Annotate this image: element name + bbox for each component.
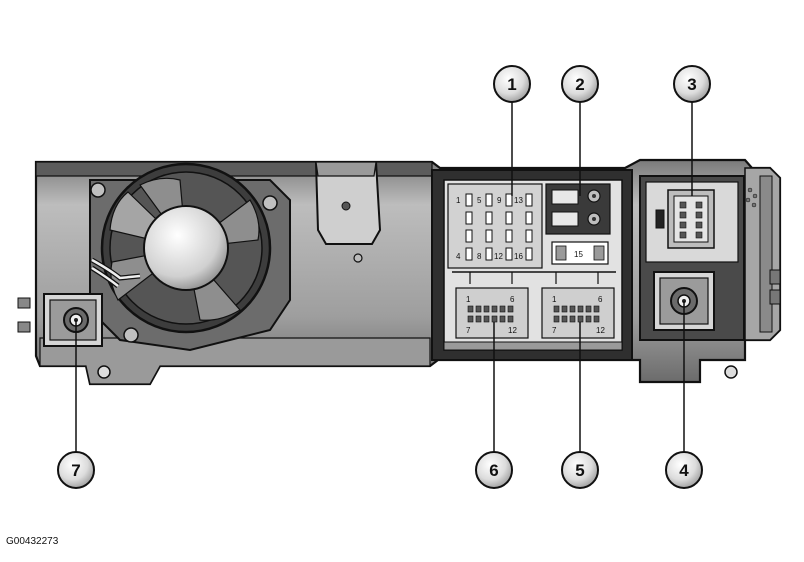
multipin-connector-right: 1 6 7 12 <box>541 287 615 339</box>
callout-2: 2 <box>561 65 599 103</box>
fuse-box: 1 5 9 13 4 8 12 16 <box>447 183 543 269</box>
multipin-connector-left: 1 6 7 12 <box>455 287 529 339</box>
right-connector-pin-1: 1 <box>552 295 557 304</box>
callout-4: 4 <box>665 451 703 489</box>
fuse-label-4: 4 <box>456 252 461 261</box>
right-connector-pin-7: 7 <box>552 326 557 335</box>
antenna-connector-left <box>43 293 103 347</box>
callout-7: 7 <box>57 451 95 489</box>
right-connector-pin-12: 12 <box>596 326 605 335</box>
callout-5-label: 5 <box>575 461 584 480</box>
fuse-label-8: 8 <box>477 252 482 261</box>
right-section <box>639 175 758 341</box>
fuse-label-16: 16 <box>514 252 523 261</box>
fuse-label-12: 12 <box>494 252 503 261</box>
callout-3: 3 <box>673 65 711 103</box>
callout-1: 1 <box>493 65 531 103</box>
cooling-fan <box>89 162 291 352</box>
callout-6-label: 6 <box>489 461 498 480</box>
callout-6: 6 <box>475 451 513 489</box>
left-connector-pin-1: 1 <box>466 295 471 304</box>
relay-block: 15 <box>545 183 611 265</box>
callout-7-label: 7 <box>71 461 80 480</box>
figure-reference-code: G00432273 <box>6 536 59 547</box>
fuse-label-1: 1 <box>456 196 461 205</box>
callout-3-label: 3 <box>687 75 696 94</box>
right-connector-pin-6: 6 <box>598 295 603 304</box>
callout-1-label: 1 <box>507 75 516 94</box>
mounting-clip <box>314 161 382 263</box>
fuse-label-5: 5 <box>477 196 482 205</box>
diagnostic-connector <box>667 189 715 249</box>
callout-4-label: 4 <box>679 461 689 480</box>
left-connector-pin-7: 7 <box>466 326 471 335</box>
left-connector-pin-6: 6 <box>510 295 515 304</box>
relay-label-15: 15 <box>574 250 583 259</box>
left-connector-pin-12: 12 <box>508 326 517 335</box>
fuse-label-9: 9 <box>497 196 502 205</box>
fuse-label-13: 13 <box>514 196 523 205</box>
leader-lines <box>75 102 693 452</box>
callout-5: 5 <box>561 451 599 489</box>
connector-panel: 1 5 9 13 4 8 12 16 15 <box>431 169 633 361</box>
callout-2-label: 2 <box>575 75 584 94</box>
